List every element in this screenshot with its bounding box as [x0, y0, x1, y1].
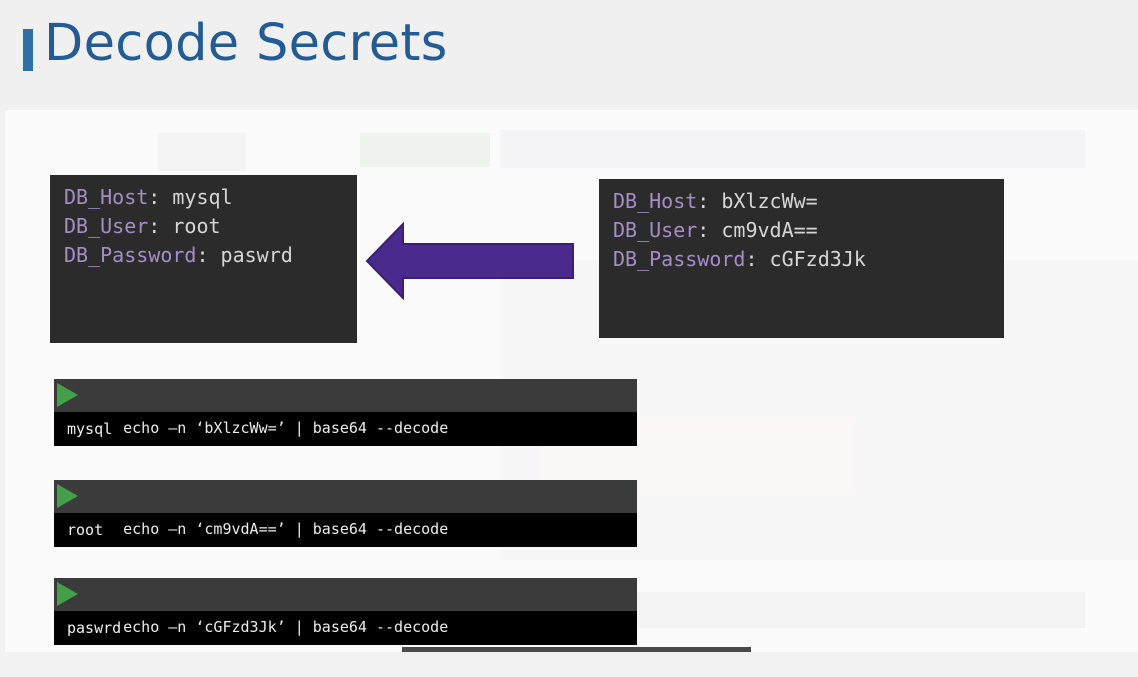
background-shape — [500, 130, 1085, 168]
terminal-block-password: echo –n ‘cGFzd3Jk’ | base64 --decode pas… — [54, 578, 637, 645]
terminal-block-user: echo –n ‘cm9vdA==’ | base64 --decode roo… — [54, 480, 637, 547]
decoded-secrets-box: DB_Host: mysql DB_User: root DB_Password… — [50, 175, 357, 343]
encoded-row-password: DB_Password: cGFzd3Jk — [613, 247, 866, 271]
background-shape — [158, 133, 246, 171]
background-shape — [360, 133, 490, 167]
terminal-output: root — [54, 513, 637, 547]
slide-header: Decode Secrets — [0, 0, 1138, 110]
encoded-secrets-box: DB_Host: bXlzcWw= DB_User: cm9vdA== DB_P… — [599, 179, 1004, 338]
encoded-row-host: DB_Host: bXlzcWw= — [613, 189, 818, 213]
video-progress-bar[interactable] — [402, 647, 751, 652]
play-icon — [57, 582, 78, 606]
play-icon — [57, 484, 78, 508]
decoded-row-user: DB_User: root — [64, 214, 221, 238]
page-title: Decode Secrets — [44, 14, 448, 73]
play-icon — [57, 383, 78, 407]
terminal-command-line: echo –n ‘cGFzd3Jk’ | base64 --decode — [54, 578, 637, 636]
decoded-row-host: DB_Host: mysql — [64, 185, 233, 209]
title-accent-bar — [23, 29, 33, 71]
terminal-output: paswrd — [54, 611, 637, 645]
terminal-command-line: echo –n ‘bXlzcWw=’ | base64 --decode — [54, 379, 637, 437]
terminal-output: mysql — [54, 412, 637, 446]
left-arrow-icon — [365, 222, 574, 300]
terminal-command-line: echo –n ‘cm9vdA==’ | base64 --decode — [54, 480, 637, 538]
encoded-row-user: DB_User: cm9vdA== — [613, 218, 818, 242]
terminal-block-host: echo –n ‘bXlzcWw=’ | base64 --decode mys… — [54, 379, 637, 446]
decoded-row-password: DB_Password: paswrd — [64, 243, 293, 267]
